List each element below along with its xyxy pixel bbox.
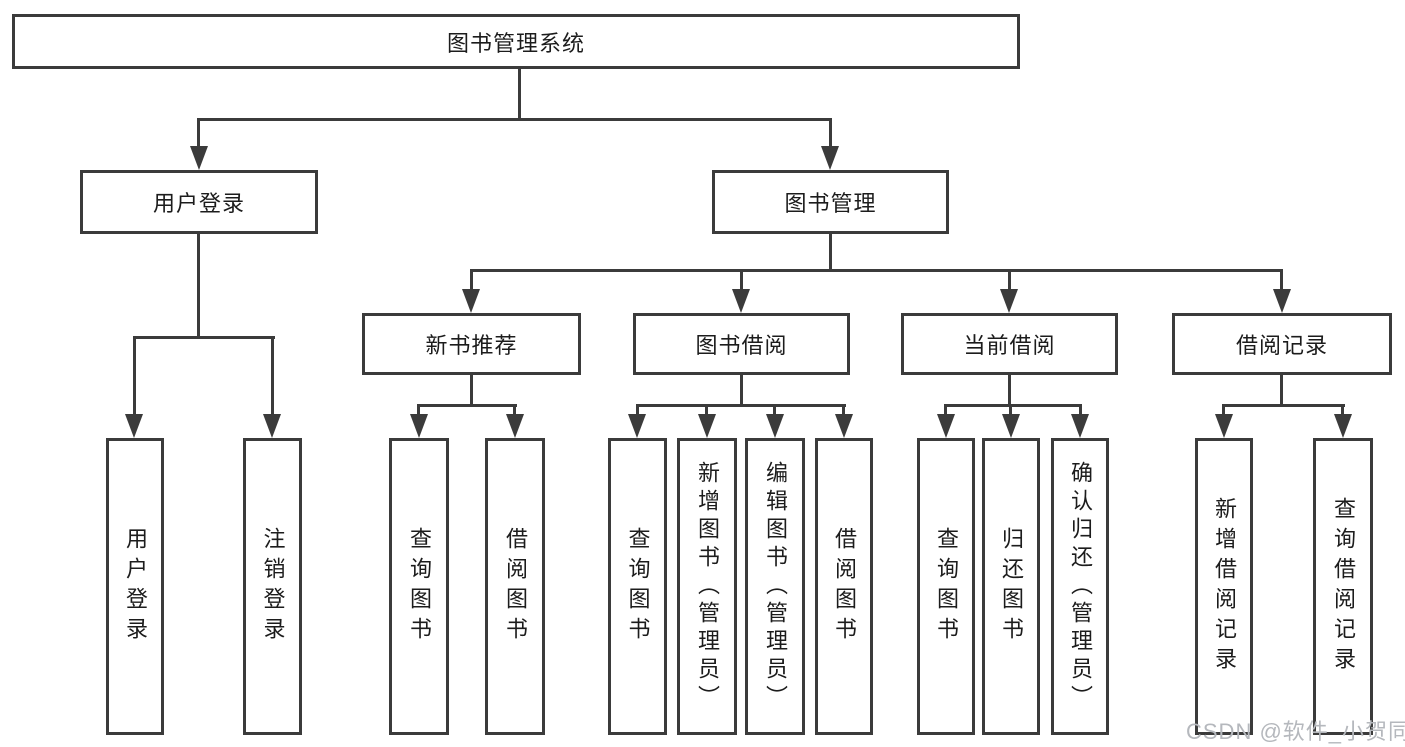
connector-line bbox=[417, 404, 420, 417]
node-borrowing-records-label: 借阅记录 bbox=[1235, 333, 1328, 358]
node-leaf-logout-label: 注销登录 bbox=[260, 526, 286, 647]
arrow-down-icon bbox=[698, 414, 716, 438]
connector-line bbox=[1222, 404, 1225, 417]
node-leaf-bb-edit-books-admin-label: 编辑图书（管理员） bbox=[763, 460, 788, 713]
connector-line bbox=[1222, 404, 1345, 407]
node-leaf-cb-query-books: 查询图书 bbox=[917, 438, 975, 735]
node-current-borrowing-label: 当前借阅 bbox=[963, 333, 1056, 358]
node-leaf-user-login: 用户登录 bbox=[106, 438, 164, 735]
arrow-down-icon bbox=[190, 146, 208, 170]
arrow-down-icon bbox=[835, 414, 853, 438]
node-book-management: 图书管理 bbox=[712, 170, 949, 234]
node-leaf-bb-add-books-admin: 新增图书（管理员） bbox=[677, 438, 737, 735]
node-borrowing-records: 借阅记录 bbox=[1172, 313, 1392, 375]
connector-line bbox=[133, 336, 136, 416]
node-leaf-bb-borrow-books-label: 借阅图书 bbox=[832, 526, 857, 647]
arrow-down-icon bbox=[1273, 289, 1291, 313]
node-root-label: 图书管理系统 bbox=[446, 30, 585, 56]
connector-line bbox=[470, 269, 1283, 272]
node-leaf-cb-confirm-return-admin-label: 确认归还（管理员） bbox=[1068, 460, 1093, 713]
node-new-book-recommend-label: 新书推荐 bbox=[425, 333, 518, 358]
node-book-management-label: 图书管理 bbox=[784, 191, 877, 216]
node-book-borrowing: 图书借阅 bbox=[633, 313, 850, 375]
node-user-login: 用户登录 bbox=[80, 170, 318, 234]
arrow-down-icon bbox=[462, 289, 480, 313]
node-leaf-user-login-label: 用户登录 bbox=[123, 526, 148, 647]
connector-line bbox=[417, 404, 517, 407]
node-leaf-cb-query-books-label: 查询图书 bbox=[934, 526, 959, 647]
connector-line bbox=[705, 404, 708, 417]
connector-line bbox=[513, 404, 516, 417]
arrow-down-icon bbox=[1071, 414, 1089, 438]
node-user-login-label: 用户登录 bbox=[152, 191, 245, 216]
connector-line bbox=[133, 336, 275, 339]
arrow-down-icon bbox=[506, 414, 524, 438]
csdn-watermark: CSDN @软件_小贺同学 bbox=[1186, 719, 1405, 744]
node-leaf-bb-query-books: 查询图书 bbox=[608, 438, 667, 735]
connector-line bbox=[470, 375, 473, 406]
node-book-borrowing-label: 图书借阅 bbox=[695, 333, 788, 358]
node-leaf-bb-add-books-admin-label: 新增图书（管理员） bbox=[695, 460, 720, 713]
node-leaf-nb-borrow-books-label: 借阅图书 bbox=[503, 526, 528, 647]
connector-line bbox=[1280, 269, 1283, 291]
node-leaf-nb-query-books: 查询图书 bbox=[389, 438, 449, 735]
connector-line bbox=[1008, 375, 1011, 406]
connector-line bbox=[470, 269, 473, 291]
connector-line bbox=[518, 69, 521, 120]
connector-line bbox=[740, 269, 743, 291]
arrow-down-icon bbox=[410, 414, 428, 438]
arrow-down-icon bbox=[1215, 414, 1233, 438]
connector-line bbox=[1280, 375, 1283, 406]
node-leaf-nb-borrow-books: 借阅图书 bbox=[485, 438, 545, 735]
arrow-down-icon bbox=[628, 414, 646, 438]
arrow-down-icon bbox=[766, 414, 784, 438]
node-leaf-br-add-record: 新增借阅记录 bbox=[1195, 438, 1253, 735]
arrow-down-icon bbox=[1000, 289, 1018, 313]
connector-line bbox=[197, 118, 200, 150]
node-leaf-br-add-record-label: 新增借阅记录 bbox=[1212, 496, 1237, 677]
connector-line bbox=[740, 375, 743, 406]
connector-line bbox=[1008, 269, 1011, 291]
node-leaf-bb-borrow-books: 借阅图书 bbox=[815, 438, 873, 735]
node-leaf-logout: 注销登录 bbox=[243, 438, 302, 735]
node-current-borrowing: 当前借阅 bbox=[901, 313, 1118, 375]
arrow-down-icon bbox=[732, 289, 750, 313]
connector-line bbox=[773, 404, 776, 417]
connector-line bbox=[636, 404, 639, 417]
connector-line bbox=[197, 118, 832, 121]
node-leaf-cb-return-books-label: 归还图书 bbox=[999, 526, 1024, 647]
connector-line bbox=[944, 404, 1082, 407]
node-leaf-cb-return-books: 归还图书 bbox=[982, 438, 1040, 735]
connector-line bbox=[944, 404, 947, 417]
arrow-down-icon bbox=[1002, 414, 1020, 438]
node-leaf-bb-edit-books-admin: 编辑图书（管理员） bbox=[745, 438, 805, 735]
arrow-down-icon bbox=[263, 414, 281, 438]
connector-line bbox=[842, 404, 845, 417]
connector-line bbox=[829, 118, 832, 150]
connector-line bbox=[1079, 404, 1082, 417]
connector-line bbox=[271, 336, 274, 416]
node-leaf-nb-query-books-label: 查询图书 bbox=[407, 526, 432, 647]
node-leaf-br-query-record-label: 查询借阅记录 bbox=[1331, 496, 1356, 677]
connector-line bbox=[829, 234, 832, 271]
node-leaf-bb-query-books-label: 查询图书 bbox=[625, 526, 651, 647]
arrow-down-icon bbox=[937, 414, 955, 438]
arrow-down-icon bbox=[125, 414, 143, 438]
arrow-down-icon bbox=[821, 146, 839, 170]
node-root: 图书管理系统 bbox=[12, 14, 1020, 69]
connector-line bbox=[197, 234, 200, 338]
connector-line bbox=[636, 404, 846, 407]
connector-line bbox=[1341, 404, 1344, 417]
node-leaf-br-query-record: 查询借阅记录 bbox=[1313, 438, 1373, 735]
connector-line bbox=[1009, 404, 1012, 417]
arrow-down-icon bbox=[1334, 414, 1352, 438]
node-new-book-recommend: 新书推荐 bbox=[362, 313, 581, 375]
node-leaf-cb-confirm-return-admin: 确认归还（管理员） bbox=[1051, 438, 1109, 735]
